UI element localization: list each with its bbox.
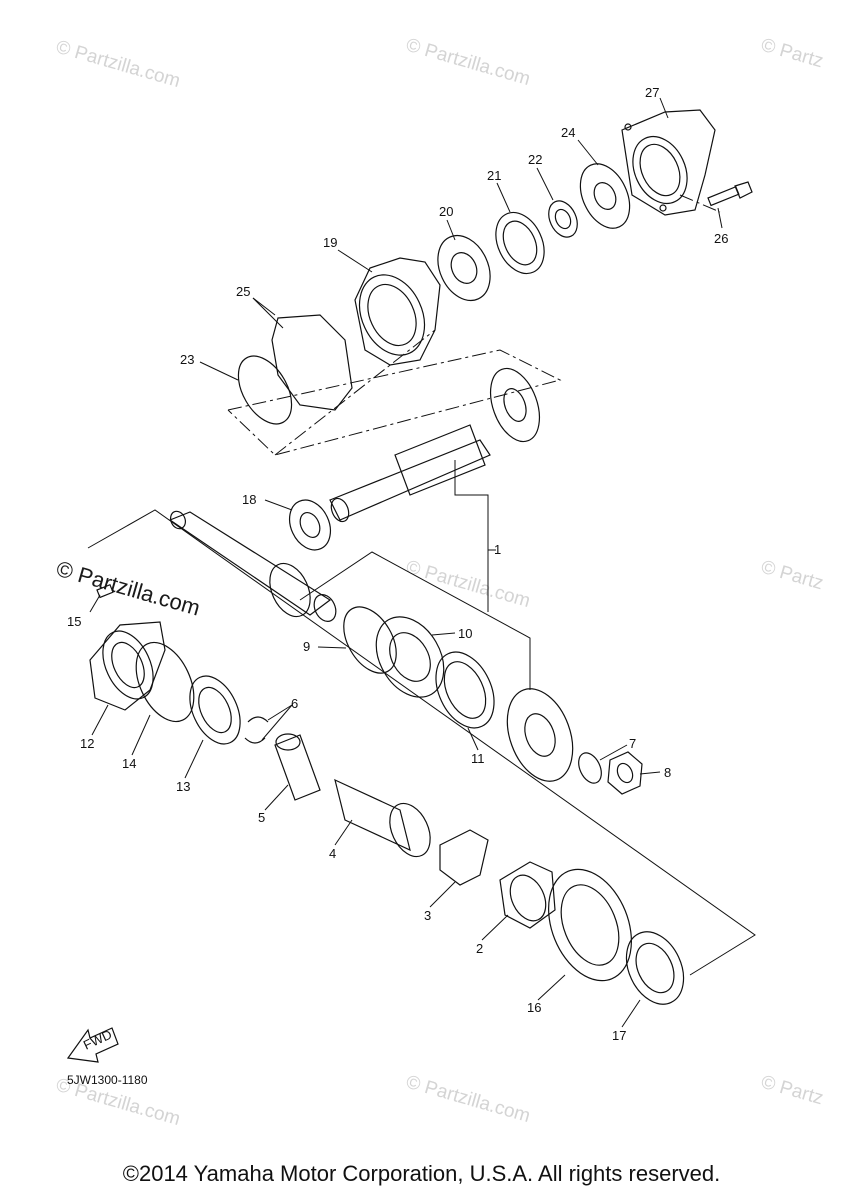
callout-14: 14 [122,756,136,771]
watermark-text: © Partzilla.com [54,37,183,92]
callout-27: 27 [645,85,659,100]
part-18-bearing [288,499,332,551]
callout-8: 8 [664,765,671,780]
part-23-o-ring [237,355,293,425]
part-17-bearing [625,931,685,1005]
part-7-lock-washer [578,752,602,784]
fwd-label: FWD [81,1027,114,1053]
watermark-text: © Partz [759,557,826,595]
diagram-code: 5JW1300-1180 [67,1073,148,1087]
part-6-circlip [244,716,269,744]
part-26-bolt [707,181,753,207]
part-4-spring [334,778,431,858]
part-10-bearing [375,616,445,698]
callout-9: 9 [303,639,310,654]
part-24-seal [579,163,631,229]
callout-6: 6 [291,696,298,711]
callout-17: 17 [612,1028,626,1043]
part-5-sleeve [274,733,321,801]
part-14-o-ring [135,641,195,723]
callout-12: 12 [80,736,94,751]
callout-3: 3 [424,908,431,923]
part-22-nut [548,200,578,238]
callout-21: 21 [487,168,501,183]
part-13-seal [189,675,241,745]
part-16-gear [548,868,632,982]
callout-2: 2 [476,941,483,956]
part-19-bearing-housing [354,257,441,366]
callout-23: 23 [180,352,194,367]
callout-5: 5 [258,810,265,825]
callout-24: 24 [561,125,575,140]
leader-lines [89,97,723,1028]
part-21-collar [495,211,545,275]
callout-1: 1 [494,542,501,557]
callout-18: 18 [242,492,256,507]
watermark-text: © Partz [759,35,826,73]
callout-7: 7 [629,736,636,751]
callout-10: 10 [458,626,472,641]
watermarks: © Partzilla.com © Partzilla.com © Partz … [54,35,826,1130]
watermark-text: © Partzilla.com [404,35,533,90]
part-2-gear-hub [499,861,556,929]
part-25-gasket [271,314,353,411]
watermark-text: © Partzilla.com [404,1072,533,1127]
callout-20: 20 [439,204,453,219]
part-11-collar [435,651,495,729]
callout-16: 16 [527,1000,541,1015]
part-8-nut [607,751,643,795]
part-9-o-ring [343,606,397,674]
fwd-arrow-icon: FWD [66,1027,119,1063]
lower-assembly-frame [87,509,756,976]
callout-13: 13 [176,779,190,794]
callout-15: 15 [67,614,81,629]
watermark-text: © Partz [759,1072,826,1110]
callout-22: 22 [528,152,542,167]
callout-26: 26 [714,231,728,246]
callout-25: 25 [236,284,250,299]
part-15-bolt [96,583,114,599]
part-3-clutch-dog [439,829,489,886]
lower-shaft [168,510,337,622]
callout-labels: 27 24 22 21 20 19 25 23 26 18 1 9 10 11 … [67,85,728,1043]
copyright-notice: ©2014 Yamaha Motor Corporation, U.S.A. A… [122,1161,721,1186]
part-20-bearing [437,234,491,302]
part-27-housing [621,109,716,216]
bevel-gear [506,688,574,782]
upper-assembly-frame [227,194,721,456]
callout-4: 4 [329,846,336,861]
watermark-text-large: © Partzilla.com [54,556,203,621]
callout-19: 19 [323,235,337,250]
part-12-cover [89,621,166,711]
part-1-shaft-assembly [329,367,541,523]
callout-11: 11 [471,751,485,766]
